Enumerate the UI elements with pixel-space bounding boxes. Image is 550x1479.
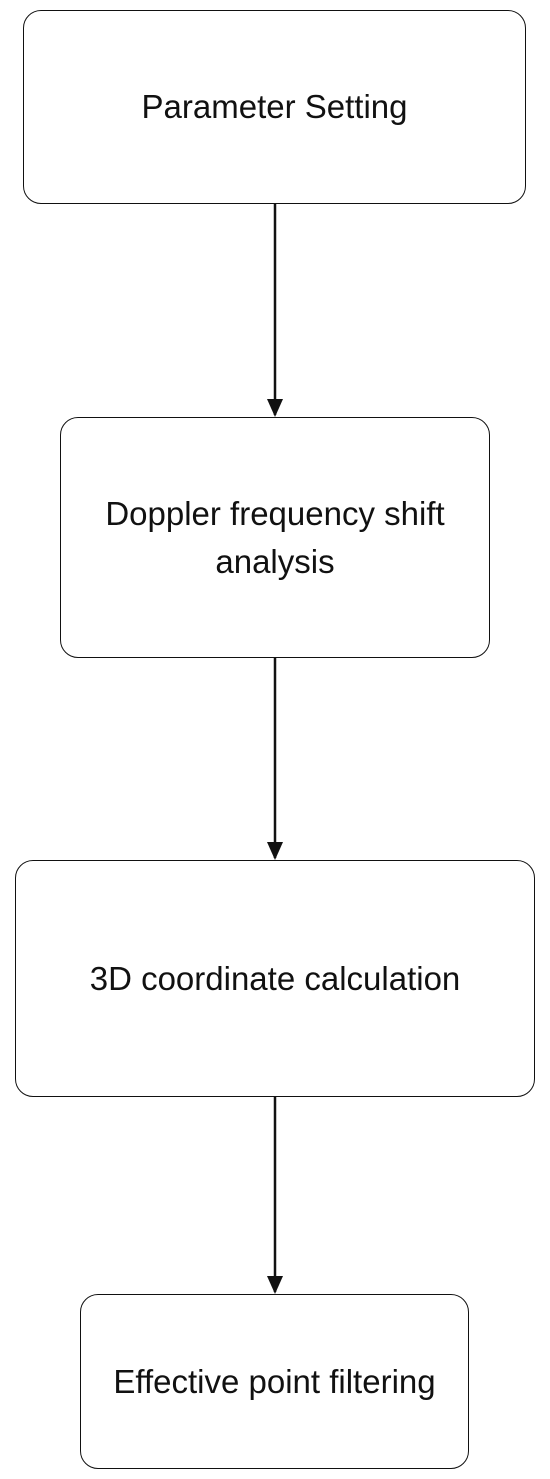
step-3d-coordinate-calculation: 3D coordinate calculation — [15, 860, 535, 1097]
step-parameter-setting: Parameter Setting — [23, 10, 526, 204]
step-doppler-analysis: Doppler frequency shift analysis — [60, 417, 490, 658]
step-label: Parameter Setting — [141, 88, 408, 126]
arrowhead-2 — [267, 842, 283, 860]
step-label: Doppler frequency shift analysis — [105, 494, 445, 580]
step-effective-point-filtering: Effective point filtering — [80, 1294, 469, 1469]
step-label: Effective point filtering — [113, 1362, 436, 1400]
arrowhead-3 — [267, 1276, 283, 1294]
step-label: 3D coordinate calculation — [89, 959, 461, 997]
arrowhead-1 — [267, 399, 283, 417]
